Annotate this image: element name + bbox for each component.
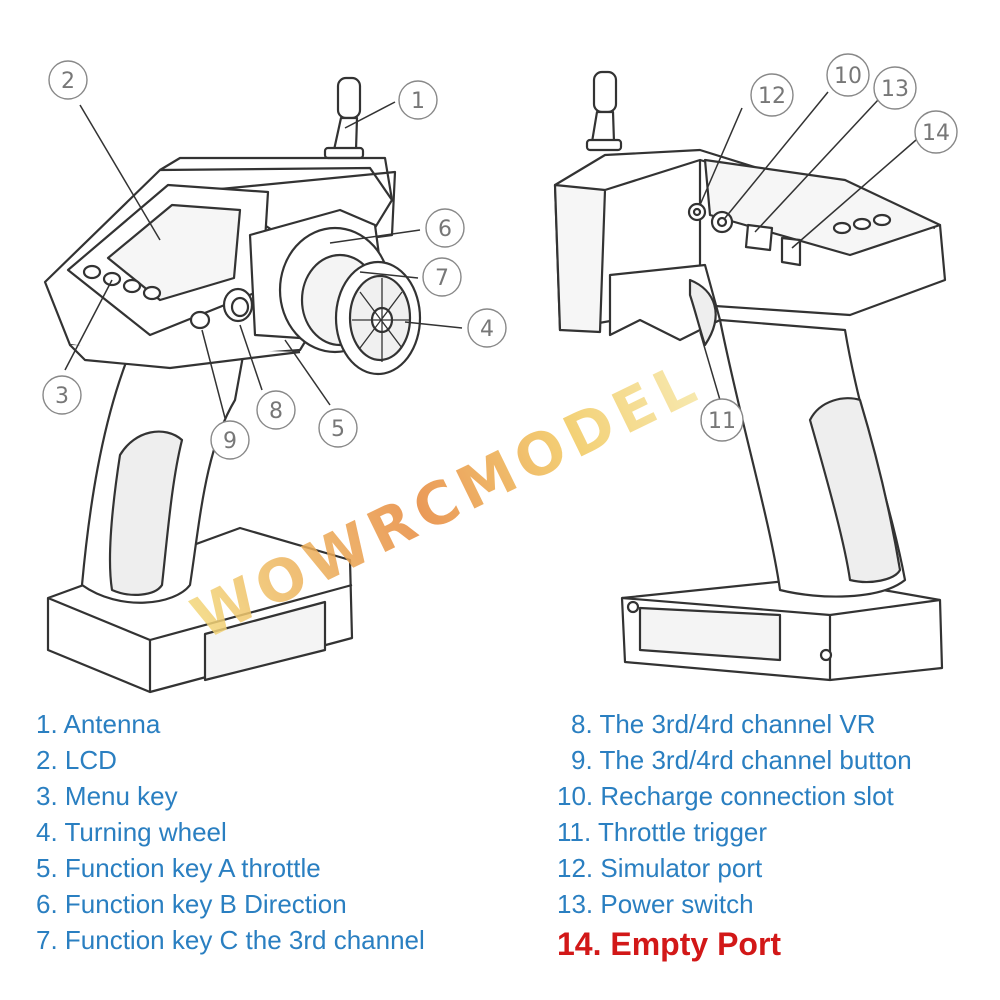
legend-item-12: 12. Simulator port (557, 853, 763, 883)
legend-item-1: 1. Antenna (36, 709, 161, 739)
svg-text:10: 10 (834, 64, 862, 89)
callout-1: 1 (398, 80, 438, 120)
antenna-right (585, 70, 623, 152)
side-ports-right (687, 202, 802, 267)
lcd-panel-right (703, 158, 942, 257)
legend-item-3: 3. Menu key (36, 781, 178, 811)
callout-8: 8 (256, 390, 296, 430)
legend-item-13: 13. Power switch (557, 889, 754, 919)
callouts: 1 2 3 4 5 6 7 8 (42, 53, 958, 460)
svg-text:9: 9 (223, 429, 237, 454)
callout-12: 12 (750, 73, 794, 117)
callout-14: 14 (914, 110, 958, 154)
legend-item-2: 2. LCD (36, 745, 117, 775)
legend-item-4: 4. Turning wheel (36, 817, 227, 847)
svg-text:5: 5 (331, 417, 345, 442)
legend-item-11: 11. Throttle trigger (557, 817, 768, 847)
callout-10: 10 (826, 53, 870, 97)
antenna-left (323, 76, 365, 160)
trigger-housing-right (608, 263, 722, 347)
svg-text:12: 12 (758, 84, 786, 109)
callout-7: 7 (422, 257, 462, 297)
base-left (46, 526, 354, 694)
grip-left (80, 338, 247, 604)
wheel-assembly-left (248, 208, 422, 376)
svg-text:1: 1 (411, 89, 425, 114)
legend-item-7: 7. Function key C the 3rd channel (36, 925, 425, 955)
svg-text:14: 14 (922, 121, 950, 146)
vr-knob-left (189, 287, 254, 330)
transmitter-front-view (43, 76, 422, 694)
legend-left-column: 1. Antenna 2. LCD 3. Menu key 4. Turning… (36, 706, 425, 958)
base-right (620, 576, 944, 682)
svg-text:8: 8 (269, 399, 283, 424)
svg-text:3: 3 (55, 384, 69, 409)
callout-9: 9 (210, 420, 250, 460)
legend-item-5: 5. Function key A throttle (36, 853, 321, 883)
menu-keys-left (82, 264, 162, 301)
transmitter-diagram: WOWRCMODEL 1 2 3 4 5 6 7 (42, 53, 958, 694)
svg-text:7: 7 (435, 266, 449, 291)
svg-text:11: 11 (708, 409, 736, 434)
legend-item-6: 6. Function key B Direction (36, 889, 347, 919)
transmitter-back-view (553, 70, 947, 682)
legend-item-10: 10. Recharge connection slot (557, 781, 894, 811)
legend-item-8: 8. The 3rd/4rd channel VR (571, 709, 876, 739)
callout-11: 11 (700, 398, 744, 442)
legend-item-14: 14. Empty Port (557, 926, 782, 962)
callout-13: 13 (873, 66, 917, 110)
callout-2: 2 (48, 60, 88, 100)
svg-text:2: 2 (61, 69, 75, 94)
callout-3: 3 (42, 375, 82, 415)
legend-item-9: 9. The 3rd/4rd channel button (571, 745, 912, 775)
callout-6: 6 (425, 208, 465, 248)
svg-text:4: 4 (480, 317, 494, 342)
leader-lines (64, 91, 917, 419)
legend-right-column: 8. The 3rd/4rd channel VR 9. The 3rd/4rd… (557, 706, 912, 966)
svg-text:13: 13 (881, 77, 909, 102)
callout-5: 5 (318, 408, 358, 448)
callout-4: 4 (467, 308, 507, 348)
grip-right (718, 318, 907, 598)
svg-text:6: 6 (438, 217, 452, 242)
